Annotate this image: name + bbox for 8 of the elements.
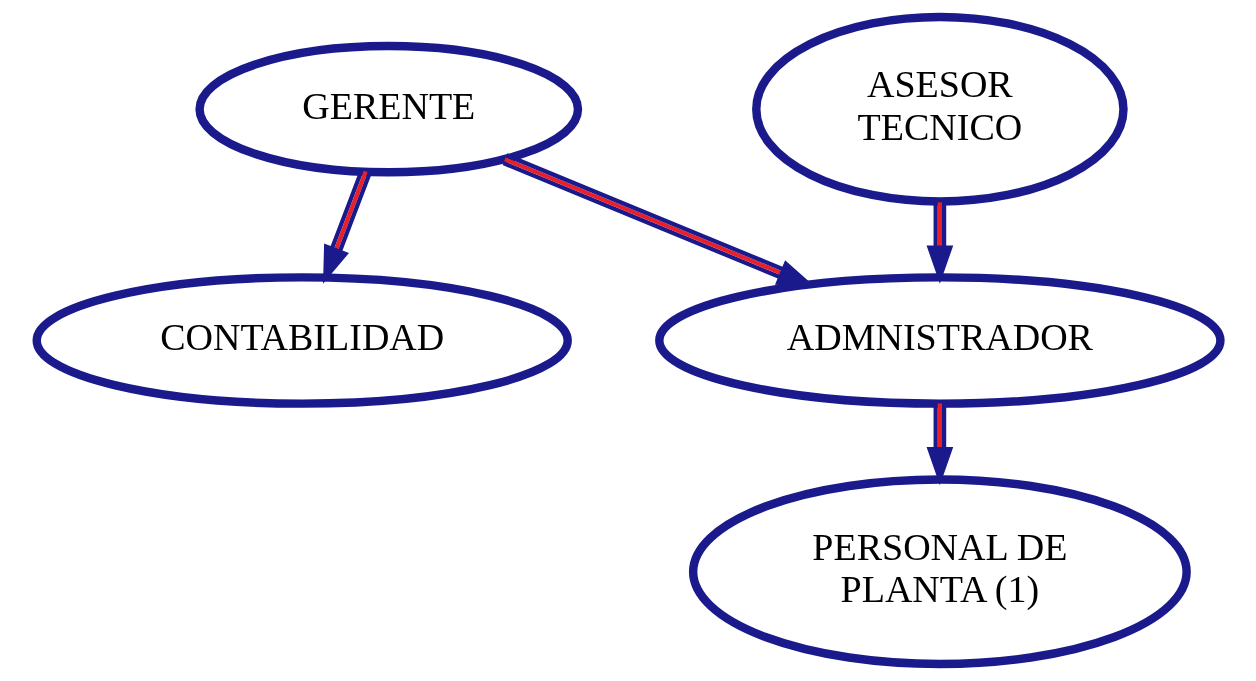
- node-ellipse: ASESOR TECNICO: [751, 12, 1128, 206]
- arrow: [926, 202, 953, 284]
- node-ellipse: ADMNISTRADOR: [654, 273, 1225, 408]
- arrow: [926, 403, 953, 486]
- arrow: [322, 169, 372, 284]
- node-ellipse: CONTABILIDAD: [32, 273, 572, 408]
- node-ellipse: GERENTE: [194, 41, 582, 177]
- node-ellipse: PERSONAL DE PLANTA (1): [688, 475, 1191, 669]
